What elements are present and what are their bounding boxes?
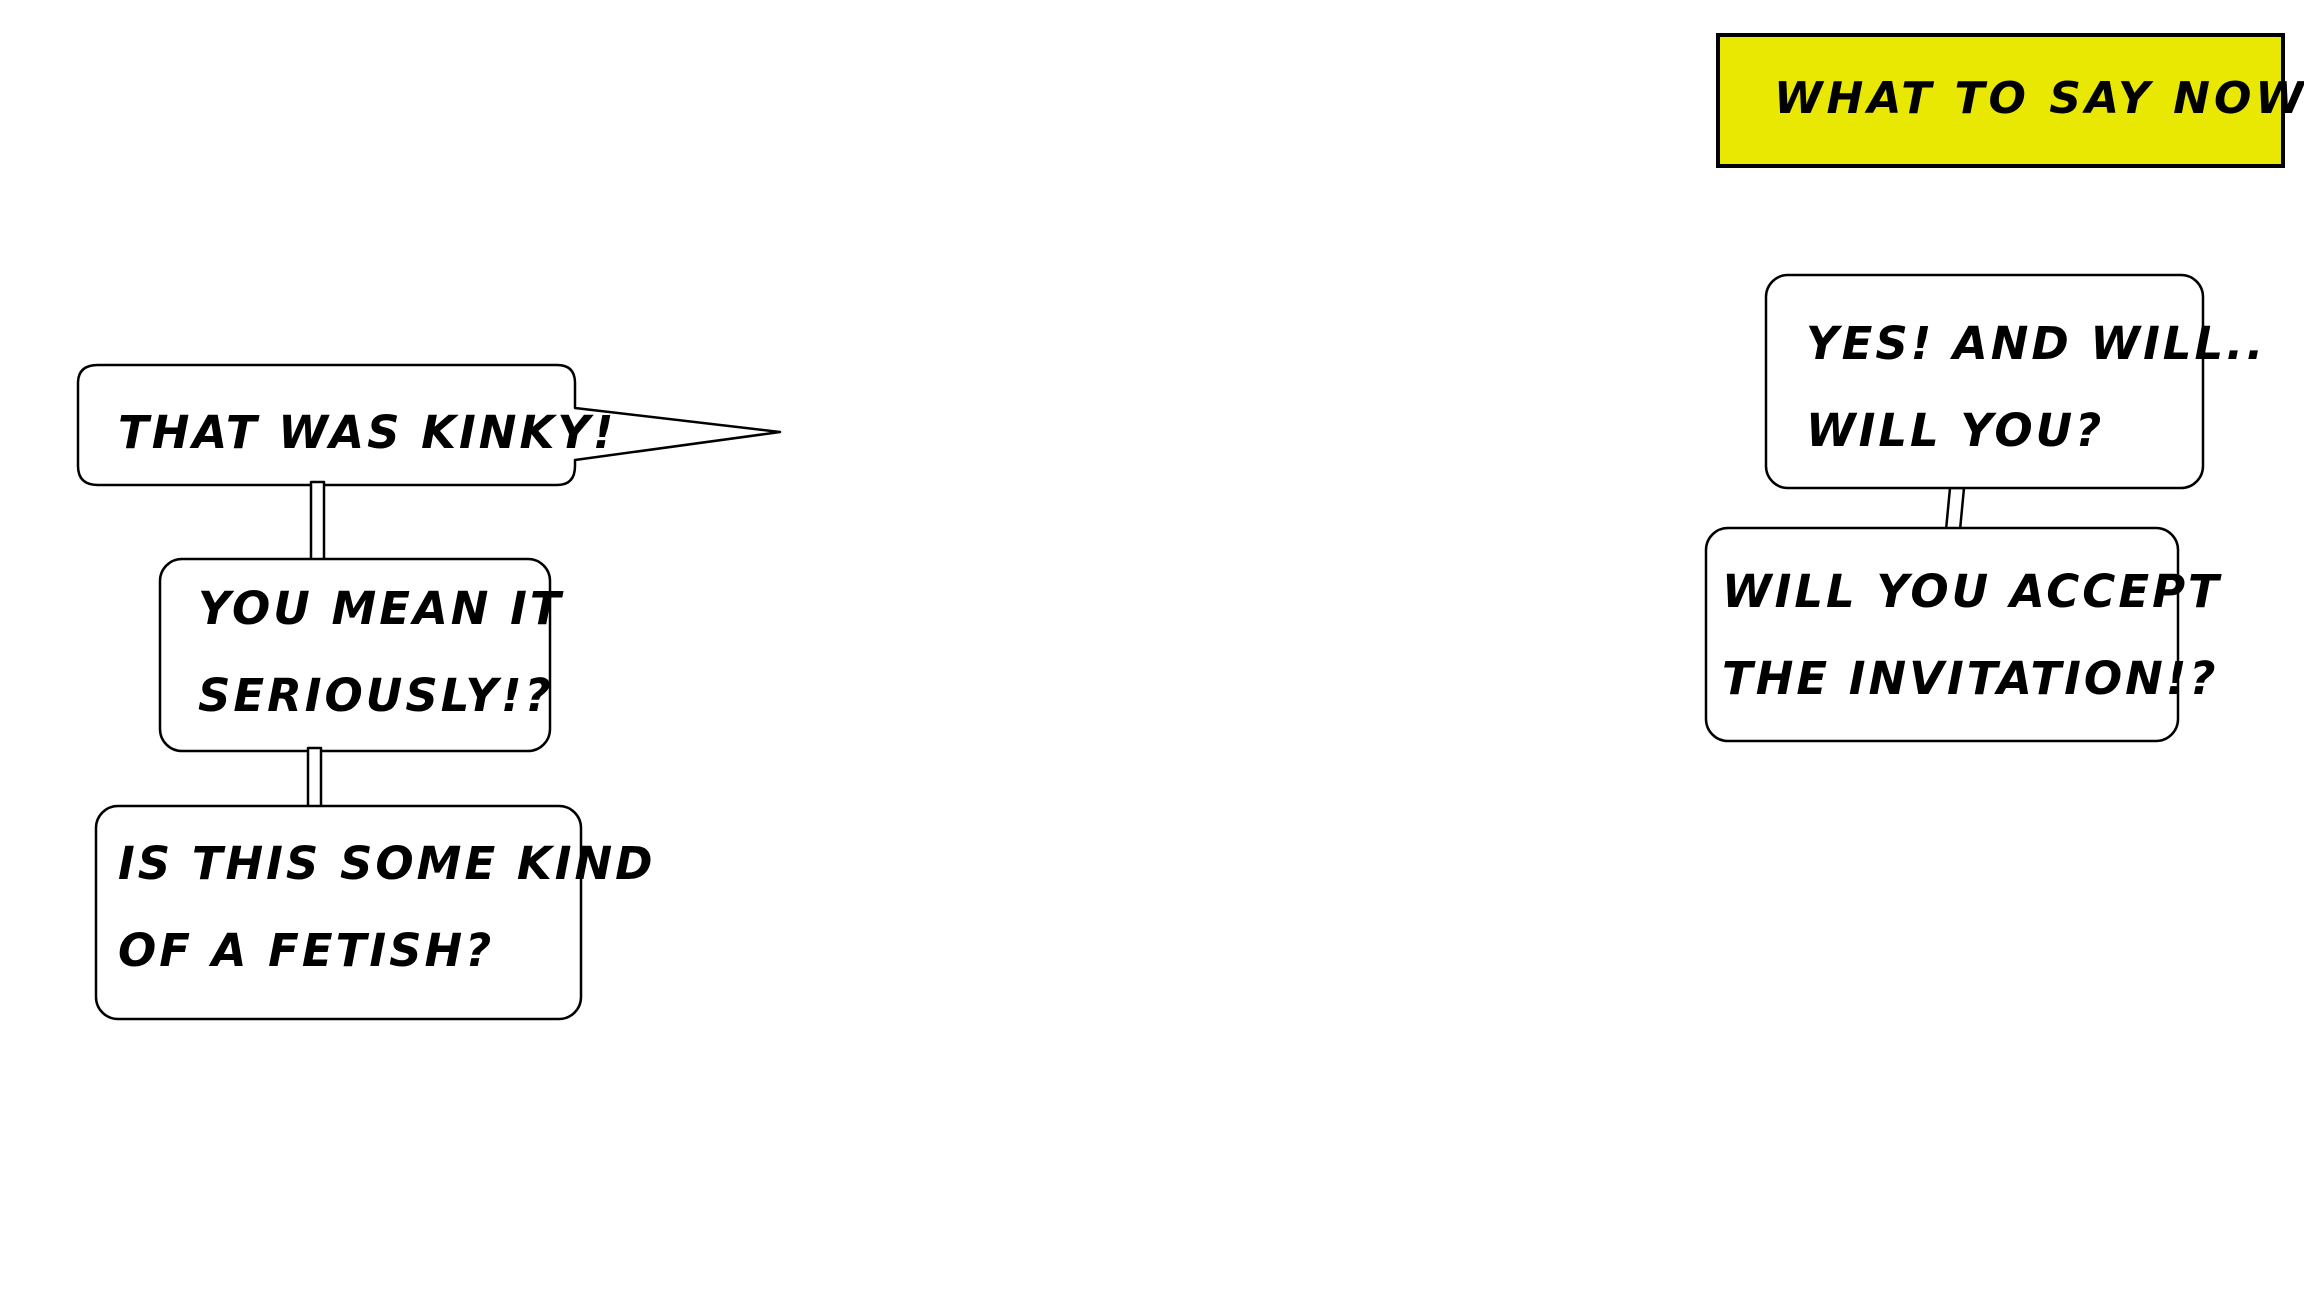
- balloon-connector-2: [306, 746, 323, 810]
- dialogue-prompt-label: WHAT TO SAY NOW?: [1774, 73, 2304, 124]
- balloon-connector-3: [1944, 486, 1966, 532]
- balloon-2-text: YOU MEAN IT SERIOUSLY!?: [198, 582, 564, 722]
- dialogue-prompt-banner: WHAT TO SAY NOW?: [1716, 33, 2304, 168]
- balloon-connector-1: [309, 480, 326, 563]
- balloon-3-text: IS THIS SOME KIND OF A FETISH?: [118, 837, 656, 977]
- balloon-1-text: THAT WAS KINKY!: [118, 406, 617, 459]
- balloon-5-text: WILL YOU ACCEPT THE INVITATION!?: [1722, 565, 2222, 705]
- balloon-4-text: YES! AND WILL.. WILL YOU?: [1806, 317, 2267, 457]
